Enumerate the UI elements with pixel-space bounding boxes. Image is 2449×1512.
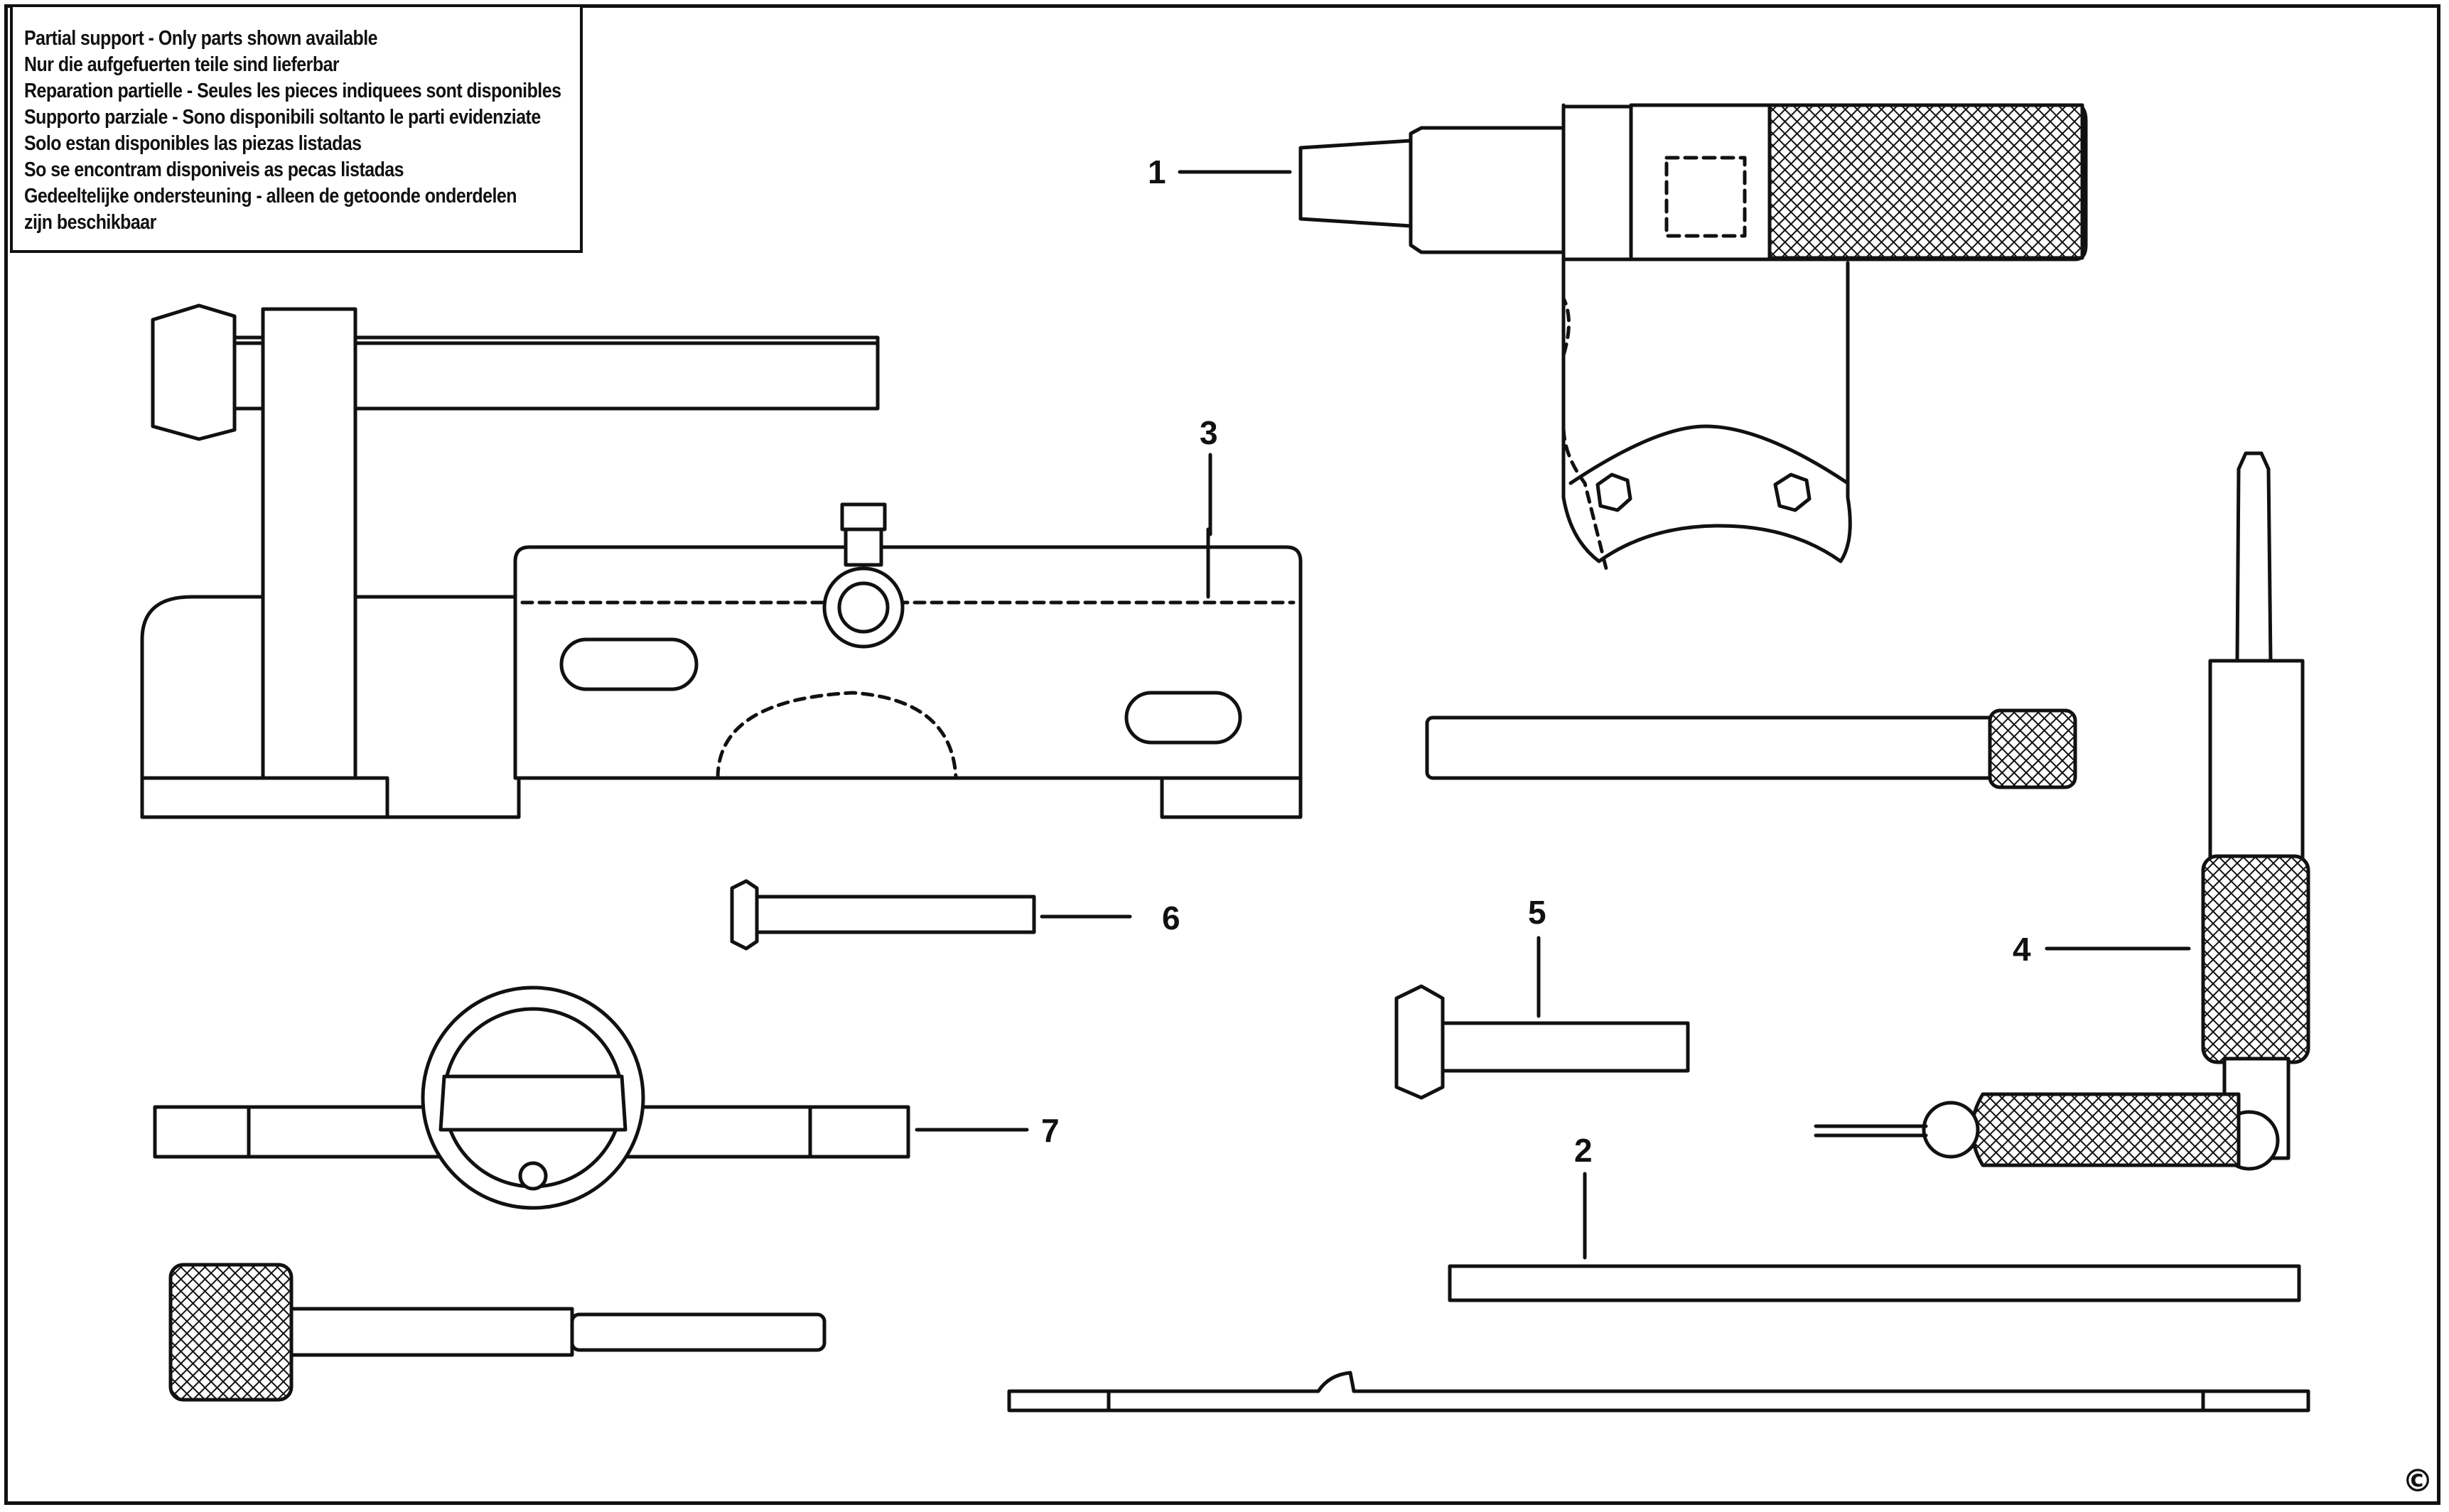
part-5-bolt <box>1394 984 1690 1100</box>
copyright-mark: © <box>2402 1463 2433 1499</box>
notice-line: Reparation partielle - Seules les pieces… <box>24 80 561 102</box>
notice-line: zijn beschikbaar <box>24 211 156 234</box>
part-1-knurled-holder <box>1298 103 2088 571</box>
notice-line: Gedeeltelijke ondersteuning - alleen de … <box>24 185 517 207</box>
callout-4: 4 <box>2013 931 2031 968</box>
long-flat-bar <box>1007 1371 2310 1413</box>
knurled-t-handle-pin <box>168 1263 827 1402</box>
diagram-frame <box>4 4 2440 1505</box>
callout-leaders <box>915 170 2191 1260</box>
notice-line: Nur die aufgefuerten teile sind lieferba… <box>24 53 340 76</box>
part-6-bolt <box>730 879 1036 951</box>
part-3-slotted-base <box>140 303 1303 819</box>
callout-7: 7 <box>1041 1112 1060 1149</box>
partial-support-notice: Partial support - Only parts shown avail… <box>10 4 583 253</box>
notice-line: Solo estan disponibles las piezas listad… <box>24 132 362 155</box>
knurled-pin <box>1425 708 2077 789</box>
callout-6: 6 <box>1162 900 1180 936</box>
notice-line: So se encontram disponiveis as pecas lis… <box>24 158 404 181</box>
callout-3: 3 <box>1200 414 1218 451</box>
part-4-spring-tool <box>1814 451 2310 1171</box>
notice-line: Partial support - Only parts shown avail… <box>24 27 378 50</box>
notice-line: Supporto parziale - Sono disponibili sol… <box>24 106 541 129</box>
callout-5: 5 <box>1528 894 1546 931</box>
part-2-flat-bar <box>1448 1264 2301 1302</box>
callout-1: 1 <box>1148 153 1166 190</box>
callout-2: 2 <box>1574 1132 1593 1169</box>
part-7-dial-gauge <box>153 986 910 1210</box>
